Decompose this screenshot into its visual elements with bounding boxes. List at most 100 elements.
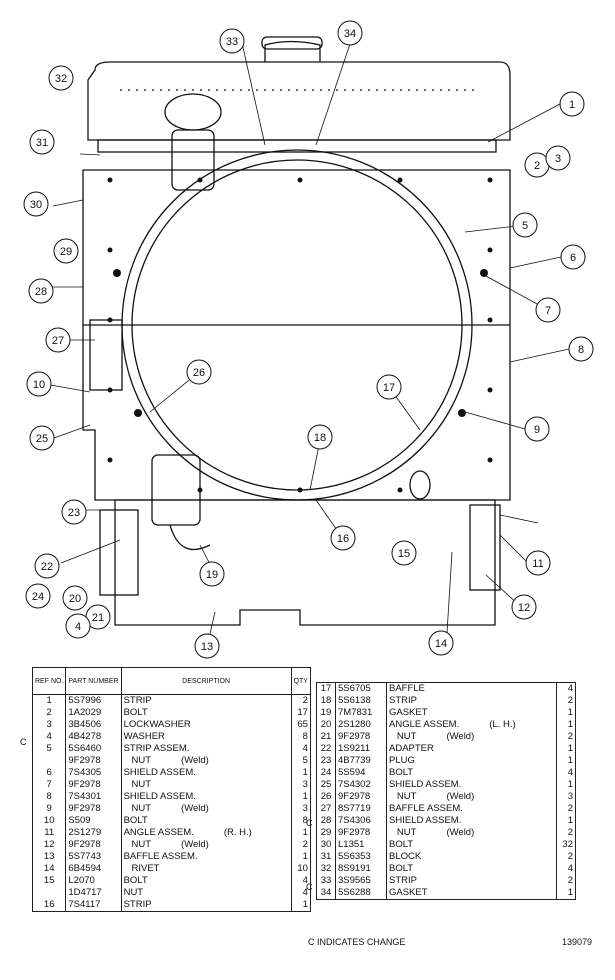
description-text: NUT <box>123 755 152 766</box>
svg-text:13: 13 <box>201 641 213 653</box>
ref-number: 16 <box>32 899 67 912</box>
ref-number: 10 <box>32 815 67 827</box>
description-text: NUT <box>123 839 152 850</box>
upper-outlet <box>171 129 215 191</box>
description-text: BOLT <box>123 707 148 718</box>
part-number: 7S4306 <box>335 815 387 827</box>
ref-number: 34 <box>316 887 336 900</box>
callout-5: 5 <box>512 212 538 238</box>
quantity: 2 <box>302 839 308 850</box>
description: ANGLE ASSEM.(R. H.) <box>121 827 292 839</box>
description-text: RIVET <box>123 863 160 874</box>
callout-13: 13 <box>194 633 220 659</box>
part-number: 2S1279 <box>65 827 122 839</box>
description: NUT(Weld) <box>386 731 557 743</box>
callout-22: 22 <box>34 553 60 579</box>
part-number: 9F2978 <box>65 779 122 791</box>
baffle-bracket <box>89 319 123 391</box>
ref-number <box>32 755 67 767</box>
ref-number: 8 <box>32 791 67 803</box>
callout-20: 20 <box>62 585 88 611</box>
quantity: 4 <box>302 887 308 898</box>
ref-number: 4 <box>32 731 67 743</box>
quantity: 2 <box>567 827 573 838</box>
description-note: (R. H.) <box>223 827 252 838</box>
description: STRIP <box>121 694 292 707</box>
quantity: 8 <box>302 731 308 742</box>
ref-number: 14 <box>32 863 67 875</box>
quantity: 1 <box>302 851 308 862</box>
quantity: 1 <box>567 779 573 790</box>
description-text: NUT <box>123 779 152 790</box>
description: NUT <box>121 887 292 899</box>
quantity: 2 <box>567 851 573 862</box>
svg-text:1: 1 <box>569 99 575 111</box>
radiator-core <box>82 169 511 501</box>
radiator-exploded-diagram: 1 2 3 5 6 7 8 9 17 26 28 27 29 30 31 32 … <box>23 20 594 659</box>
callout-11: 11 <box>525 550 551 576</box>
quantity: 4 <box>567 683 573 694</box>
description-text: NUT <box>123 887 144 898</box>
ref-number: 2 <box>32 707 67 719</box>
callout-27: 27 <box>45 327 71 353</box>
lower-baffle <box>114 499 496 626</box>
description: ADAPTER <box>386 743 557 755</box>
description-text: SHIELD ASSEM. <box>389 815 462 826</box>
callout-25: 25 <box>29 425 55 451</box>
description: BLOCK <box>386 851 557 863</box>
ref-number: 30 <box>316 839 336 851</box>
svg-text:31: 31 <box>36 137 48 149</box>
description: STRIP <box>121 899 292 912</box>
quantity: 1 <box>567 743 573 754</box>
ref-number: 7 <box>32 779 67 791</box>
description-text: NUT <box>389 791 417 802</box>
description: BOLT <box>121 707 292 719</box>
description-text: BAFFLE ASSEM. <box>123 851 198 862</box>
callout-4: 4 <box>65 613 91 639</box>
svg-text:16: 16 <box>337 533 349 545</box>
top-strip <box>97 139 497 153</box>
description: LOCKWASHER <box>121 719 292 731</box>
callout-7: 7 <box>535 297 561 323</box>
svg-text:6: 6 <box>570 252 576 264</box>
svg-text:4: 4 <box>75 621 81 633</box>
quantity: 1 <box>567 887 573 898</box>
callout-12: 12 <box>511 594 537 620</box>
description-text: GASKET <box>389 707 428 718</box>
part-number: 8S7719 <box>335 803 387 815</box>
svg-text:19: 19 <box>206 569 218 581</box>
ref-number: 27 <box>316 803 336 815</box>
description: BAFFLE <box>386 682 557 695</box>
description: NUT(Weld) <box>386 827 557 839</box>
description-text: STRIP <box>389 695 417 706</box>
part-number: 9F2978 <box>65 839 122 851</box>
quantity: 32 <box>562 839 573 850</box>
callout-32: 32 <box>48 65 74 91</box>
callout-2: 2 <box>524 152 550 178</box>
quantity: 4 <box>302 743 308 754</box>
description-text: PLUG <box>389 755 415 766</box>
description: STRIP <box>386 875 557 887</box>
svg-text:5: 5 <box>522 220 528 232</box>
description-note: (Weld) <box>181 803 209 814</box>
